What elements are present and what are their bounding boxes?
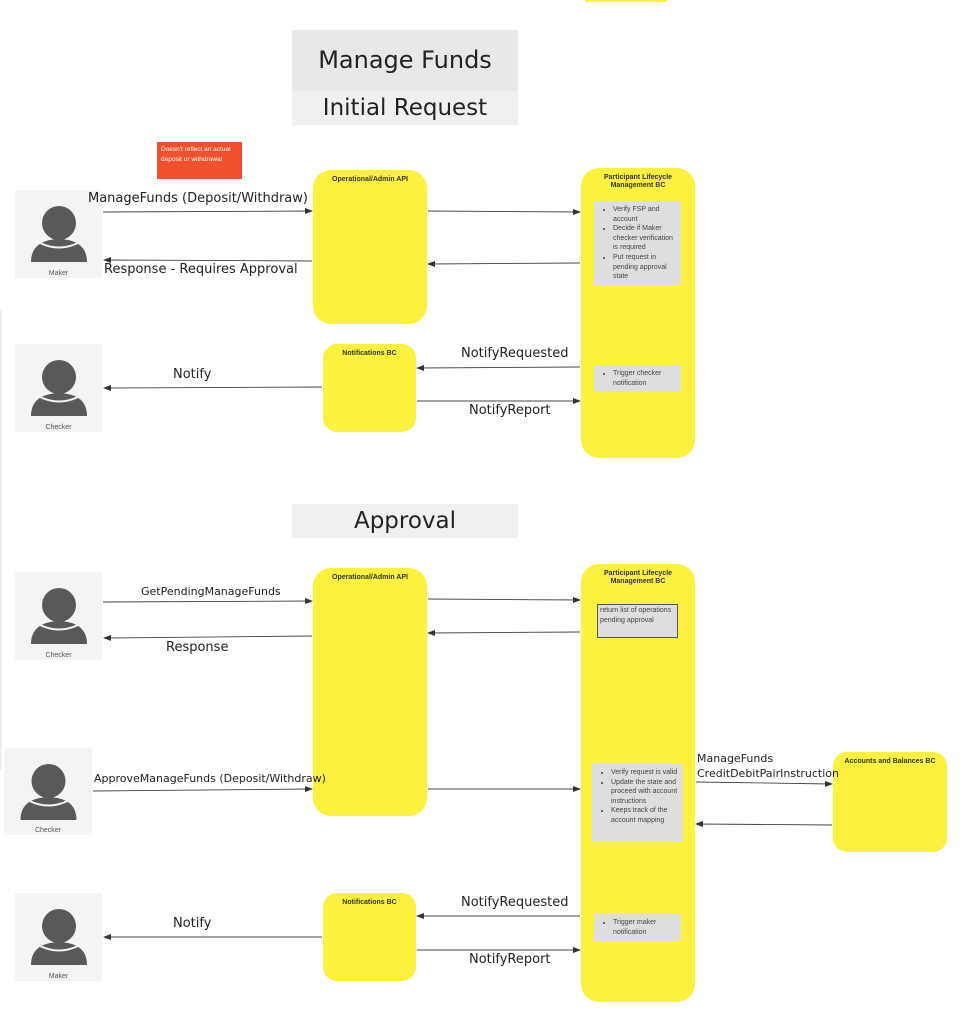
admin-api-box-2: Operational/Admin API: [313, 568, 427, 816]
note-bullet: Trigger maker notification: [613, 918, 677, 937]
person-icon: [20, 764, 77, 820]
msg-notify-report-1: NotifyReport: [469, 403, 551, 418]
initial-request-title: Initial Request: [292, 91, 518, 125]
msg-approve: ApproveManageFunds (Deposit/Withdraw): [94, 772, 326, 785]
note-bullet: Verify FSP and account: [613, 205, 677, 224]
note-bullet: Update the state and proceed with accoun…: [611, 778, 679, 807]
main-title: Manage Funds: [292, 30, 518, 91]
actor-checker-top: Checker: [15, 344, 102, 432]
actor-label: Maker: [48, 973, 69, 980]
arrow-participant-to-admin-1: [427, 260, 581, 267]
arrow-approve: [92, 786, 313, 793]
actor-label: Maker: [48, 270, 69, 277]
note-verify-fsp: Verify FSP and account Decide if Maker c…: [594, 201, 681, 285]
msg-notify-1: Notify: [173, 367, 212, 382]
note-bullet: Trigger checker notification: [613, 369, 677, 388]
msg-notify-report-2: NotifyReport: [469, 952, 551, 967]
notifications-box-1: Notifications BC: [323, 344, 416, 432]
note-trigger-checker: Trigger checker notification: [594, 365, 681, 392]
arrow-admin-to-participant-1: [427, 208, 581, 215]
box-label: Participant Lifecycle Management BC: [603, 174, 673, 189]
msg-manage-funds: ManageFunds (Deposit/Withdraw): [88, 191, 308, 206]
msg-get-pending: GetPendingManageFunds: [141, 585, 281, 598]
arrow-participant-to-admin-2: [427, 629, 581, 636]
admin-api-box-1: Operational/Admin API: [313, 170, 427, 324]
box-label: Notifications BC: [342, 350, 397, 357]
actor-maker-top: Maker: [15, 190, 102, 278]
arrow-admin-to-participant-2: [427, 596, 581, 603]
msg-response-requires: Response - Requires Approval: [104, 262, 298, 277]
msg-credit-debit-2: CreditDebitPairInstruction: [697, 767, 840, 780]
arrow-manage-funds: [102, 208, 313, 215]
actor-checker-low: Checker: [4, 748, 92, 835]
person-icon: [31, 909, 87, 965]
notifications-box-2: Notifications BC: [323, 893, 416, 981]
note-trigger-maker: Trigger maker notification: [594, 914, 681, 941]
box-label: Participant Lifecycle Management BC: [603, 570, 673, 585]
person-icon: [31, 206, 87, 262]
note-bullet: Put request in pending approval state: [613, 253, 677, 282]
accounts-balances-box: Accounts and Balances BC: [833, 752, 947, 852]
arrow-response-requires: [103, 257, 313, 264]
actor-label: Checker: [45, 424, 72, 431]
msg-notify-requested-1: NotifyRequested: [461, 346, 569, 361]
actor-label: Checker: [45, 652, 72, 659]
msg-notify-requested-2: NotifyRequested: [461, 895, 569, 910]
box-label: Operational/Admin API: [332, 176, 408, 183]
msg-response: Response: [166, 640, 229, 655]
arrow-credit-debit: [695, 780, 833, 787]
approval-title: Approval: [292, 504, 518, 538]
actor-maker-bottom: Maker: [15, 893, 102, 981]
msg-credit-debit-1: ManageFunds: [697, 752, 774, 765]
red-note: Doesn't reflect an actual deposit or wit…: [157, 142, 242, 179]
actor-checker-mid: Checker: [15, 572, 102, 660]
note-bullet: Keeps track of the account mapping: [611, 806, 679, 825]
person-icon: [31, 360, 87, 416]
box-label: Notifications BC: [342, 899, 397, 906]
note-bullet: Verify request is valid: [611, 768, 679, 778]
actor-label: Checker: [34, 827, 62, 834]
box-label: Accounts and Balances BC: [844, 758, 936, 765]
arrow-notify-1: [103, 384, 323, 391]
arrow-notify-requested-1: [416, 364, 581, 371]
note-bullet: Decide if Maker checker verification is …: [613, 224, 677, 253]
arrow-accounts-back: [695, 821, 833, 828]
msg-notify-2: Notify: [173, 916, 212, 931]
note-verify-request: Verify request is valid Update the state…: [592, 764, 683, 842]
cut-off-box: [585, 0, 667, 2]
note-return-list: return list of operations pending approv…: [597, 604, 678, 638]
person-icon: [31, 588, 87, 644]
arrow-response: [103, 634, 313, 641]
left-edge-line: [0, 310, 2, 770]
arrow-get-pending: [102, 598, 313, 605]
box-label: Operational/Admin API: [332, 574, 408, 581]
